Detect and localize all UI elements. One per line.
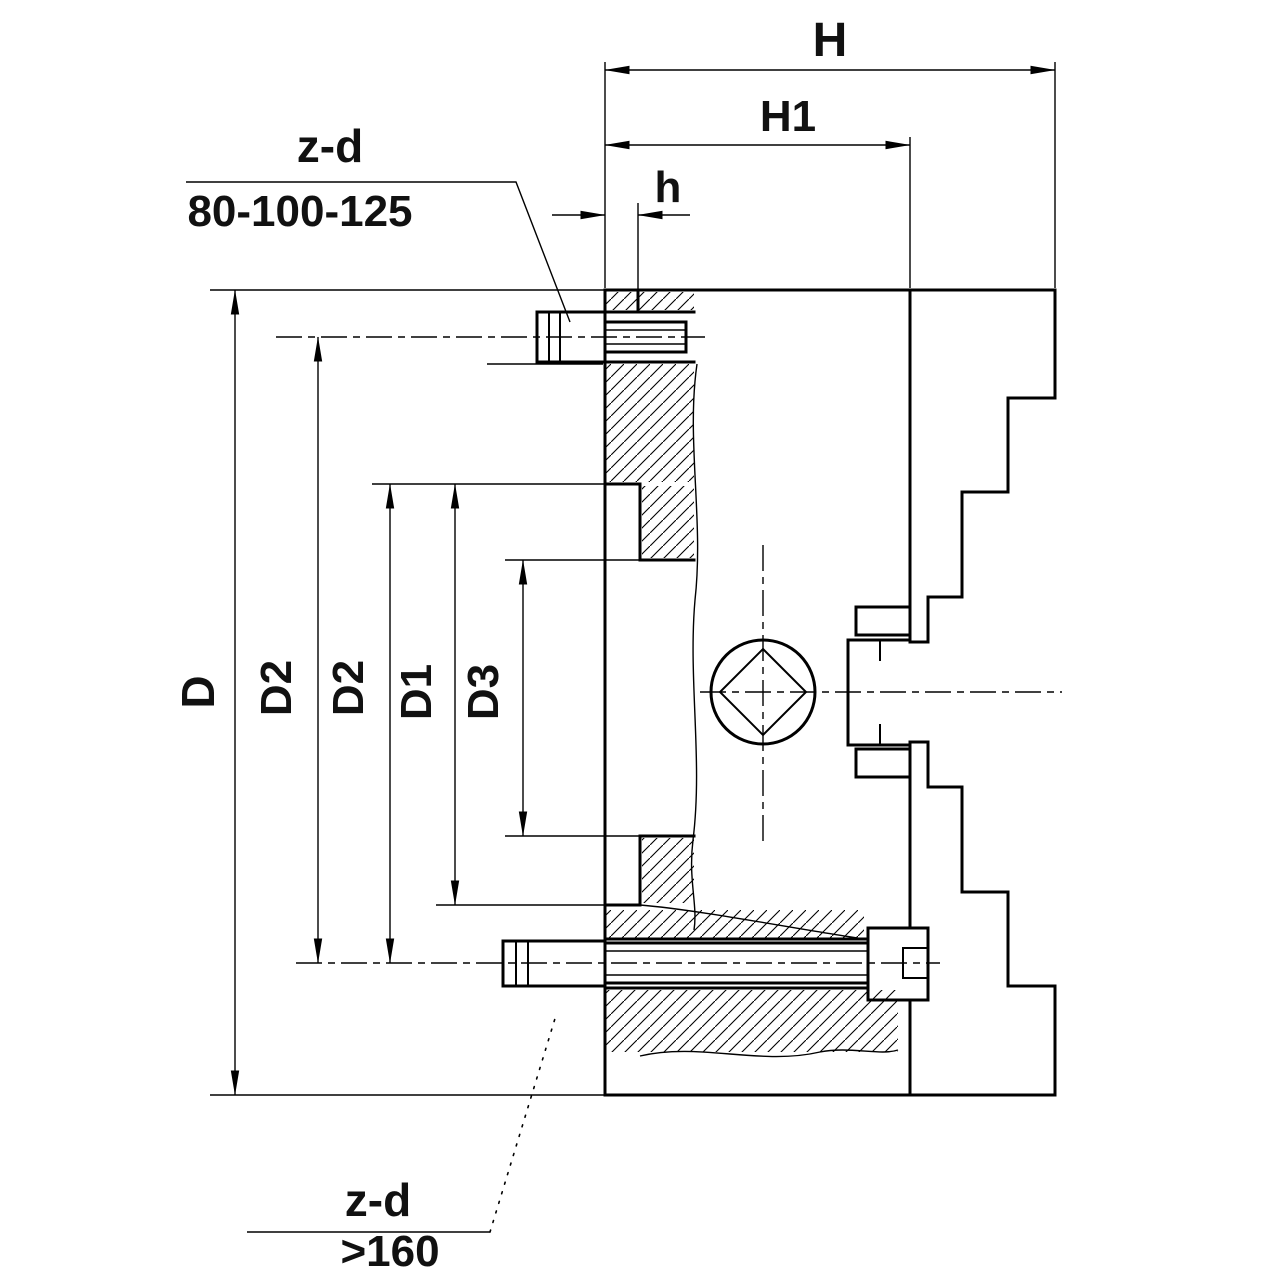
rear-bolt-thread-lines xyxy=(605,329,686,345)
hub-top-break-line xyxy=(639,904,865,940)
centerlines-group xyxy=(276,336,1062,964)
body-outline xyxy=(603,288,1057,1097)
dim-label-h: h xyxy=(655,163,682,212)
labels-group: H H1 h D D2 D2 D1 D3 z-d 80-100-125 z-d … xyxy=(172,14,847,1276)
rear-bolt-note-sizes: 80-100-125 xyxy=(187,187,412,236)
jaw-guide-tongues xyxy=(854,605,912,779)
break-lines-group xyxy=(639,363,899,1058)
rear-bolt-note-label: z-d xyxy=(297,120,363,172)
upper-jaw-steps xyxy=(908,288,1057,644)
leader-lines-group xyxy=(186,181,571,1233)
front-bolt-thread-lines xyxy=(605,950,868,976)
rear-bolt-note-leader xyxy=(186,181,571,323)
hatch-top-rim xyxy=(606,292,694,310)
hatch-lower-bore-step xyxy=(642,838,694,903)
lower-jaw-steps xyxy=(908,740,1057,1097)
front-bolt-note-label: z-d xyxy=(345,1174,411,1226)
jaws-group xyxy=(854,288,1057,1097)
dim-label-D2-front: D2 xyxy=(324,660,373,716)
hatch-hub-below-bolt xyxy=(606,990,898,1052)
dim-label-D3: D3 xyxy=(459,664,508,720)
front-bolt-note-leader xyxy=(489,1011,558,1233)
dimension-lines-group xyxy=(230,65,1056,1096)
front-bolt-head xyxy=(501,939,607,988)
dim-label-D2-rear: D2 xyxy=(252,660,301,716)
extension-lines-group xyxy=(210,62,1056,1096)
extension-lines xyxy=(210,62,1056,1096)
hub-bottom-break-line xyxy=(639,1049,899,1058)
vertical-break-line xyxy=(690,363,699,931)
hatch-upper-flange xyxy=(606,364,694,482)
dim-label-D: D xyxy=(172,675,224,708)
front-bolt-note-sizes: >160 xyxy=(340,1227,439,1276)
dim-label-H: H xyxy=(813,14,848,67)
front-bolt-shank xyxy=(603,941,870,985)
front-mount-bolt-group xyxy=(501,926,930,1002)
hatching-group xyxy=(606,292,898,1052)
front-bolt-end-piece xyxy=(866,926,930,1002)
bolt-hole-walls xyxy=(603,288,870,990)
hatch-hub-above-bolt xyxy=(606,910,864,938)
dim-label-H1: H1 xyxy=(760,92,816,141)
hatch-upper-bore-step xyxy=(642,486,694,558)
rear-bolt-shank xyxy=(603,320,688,354)
dim-label-D1: D1 xyxy=(392,664,441,720)
